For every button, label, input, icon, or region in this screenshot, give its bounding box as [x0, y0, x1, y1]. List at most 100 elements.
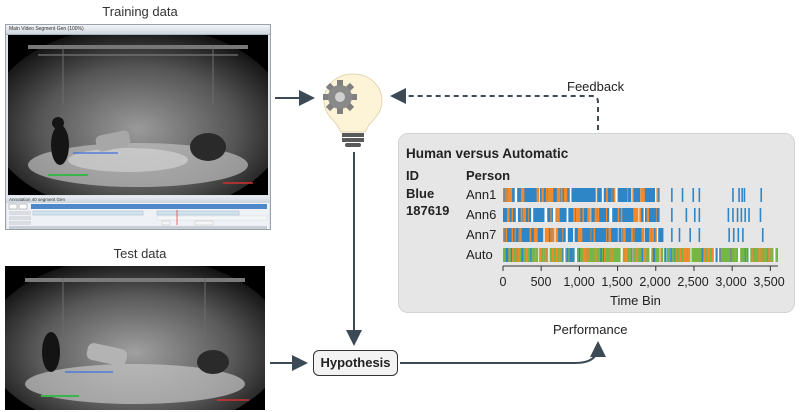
series-mark-ann7: [742, 228, 744, 242]
series-stripe-auto: [530, 248, 532, 262]
series-stripe-auto: [690, 248, 692, 262]
series-mark-ann6: [698, 208, 701, 222]
series-stripe-auto: [718, 248, 721, 262]
series-stripe-ann7: [623, 228, 626, 242]
series-stripe-ann1: [509, 188, 512, 202]
series-stripe-ann6: [515, 208, 518, 222]
training-window-title: Main Video Segment Gen (100%): [9, 26, 84, 32]
series-stripe-ann6: [575, 208, 579, 222]
series-stripe-auto: [563, 248, 566, 262]
series-stripe-ann6: [523, 208, 525, 222]
series-bar-auto: [503, 248, 778, 262]
person-header: Person: [466, 168, 511, 183]
series-stripe-auto: [636, 248, 639, 262]
series-stripe-ann1: [631, 188, 633, 202]
series-stripe-auto: [556, 248, 559, 262]
x-tick-label: 1,000: [563, 275, 595, 289]
series-stripe-auto: [651, 248, 653, 262]
x-tick-label: 0: [499, 275, 507, 289]
series-stripe-ann1: [505, 188, 507, 202]
series-stripe-auto: [612, 248, 614, 262]
series-stripe-ann6: [609, 208, 612, 222]
series-mark-ann1: [743, 188, 746, 202]
series-stripe-ann1: [611, 188, 613, 202]
series-stripe-ann7: [551, 228, 553, 242]
series-stripe-ann6: [656, 208, 657, 222]
series-stripe-auto: [761, 248, 763, 262]
series-stripe-ann6: [506, 208, 510, 222]
series-stripe-auto: [574, 248, 576, 262]
x-tick-label: 1,500: [601, 275, 633, 289]
series-stripe-ann7: [529, 228, 532, 242]
series-mark-ann1: [671, 188, 673, 202]
series-mark-ann7: [678, 228, 681, 242]
stop-button[interactable]: [18, 203, 28, 210]
series-stripe-ann6: [520, 208, 523, 222]
series-stripe-ann6: [597, 208, 599, 222]
row-label-ann1: Ann1: [466, 187, 497, 202]
series-stripe-ann7: [621, 228, 623, 242]
series-stripe-ann1: [640, 188, 643, 202]
series-stripe-auto: [512, 248, 514, 262]
training-data-caption: Training data: [102, 4, 178, 19]
series-stripe-ann6: [598, 208, 600, 222]
series-stripe-ann7: [545, 228, 548, 242]
series-stripe-auto: [734, 248, 736, 262]
series-stripe-ann7: [535, 228, 538, 242]
series-mark-ann1: [698, 188, 701, 202]
series-stripe-auto: [518, 248, 520, 262]
series-stripe-auto: [701, 248, 704, 262]
series-stripe-auto: [505, 248, 508, 262]
series-bar-ann7: [503, 228, 664, 242]
series-stripe-auto: [664, 248, 667, 262]
series-stripe-auto: [538, 248, 539, 262]
series-stripe-ann6: [554, 208, 556, 222]
series-stripe-auto: [682, 248, 685, 262]
series-stripe-auto: [515, 248, 517, 262]
series-stripe-auto: [584, 248, 586, 262]
series-stripe-ann6: [639, 208, 642, 222]
series-stripe-auto: [588, 248, 590, 262]
series-stripe-auto: [559, 248, 561, 262]
series-stripe-auto: [706, 248, 710, 262]
row-label-ann7: Ann7: [466, 227, 497, 242]
series-stripe-ann6: [617, 208, 620, 222]
series-stripe-ann7: [505, 228, 508, 242]
x-tick-label: 3,500: [753, 275, 785, 289]
series-stripe-auto: [674, 248, 676, 262]
series-mark-ann1: [681, 188, 684, 202]
series-stripe-auto: [747, 248, 749, 262]
series-stripe-auto: [632, 248, 634, 262]
series-stripe-auto: [652, 248, 656, 262]
series-stripe-auto: [642, 248, 645, 262]
series-mark-ann6: [732, 208, 734, 222]
x-tick-label: 2,500: [677, 275, 709, 289]
training-cage-image: [8, 35, 268, 195]
series-stripe-auto: [624, 248, 626, 262]
series-stripe-ann7: [577, 228, 581, 242]
series-stripe-ann1: [563, 188, 567, 202]
series-stripe-auto: [600, 248, 602, 262]
series-stripe-ann6: [550, 208, 552, 222]
series-stripe-ann1: [520, 188, 524, 202]
series-stripe-auto: [610, 248, 612, 262]
series-stripe-ann1: [505, 188, 507, 202]
series-mark-ann7: [728, 228, 730, 242]
x-tick-label: 3,000: [715, 275, 747, 289]
series-stripe-ann7: [511, 228, 514, 242]
series-stripe-auto: [711, 248, 714, 262]
series-stripe-ann1: [514, 188, 517, 202]
series-stripe-ann6: [552, 208, 555, 222]
series-stripe-auto: [649, 248, 652, 262]
series-stripe-ann7: [566, 228, 568, 242]
hypothesis-box: Hypothesis: [313, 350, 398, 376]
series-mark-ann1: [732, 188, 734, 202]
series-stripe-auto: [738, 248, 741, 262]
test-video-frame: [5, 266, 265, 410]
series-stripe-auto: [758, 248, 761, 262]
play-button[interactable]: [8, 203, 18, 210]
series-stripe-ann1: [615, 188, 618, 202]
series-stripe-ann6: [523, 208, 526, 222]
series-stripe-ann7: [651, 228, 655, 242]
